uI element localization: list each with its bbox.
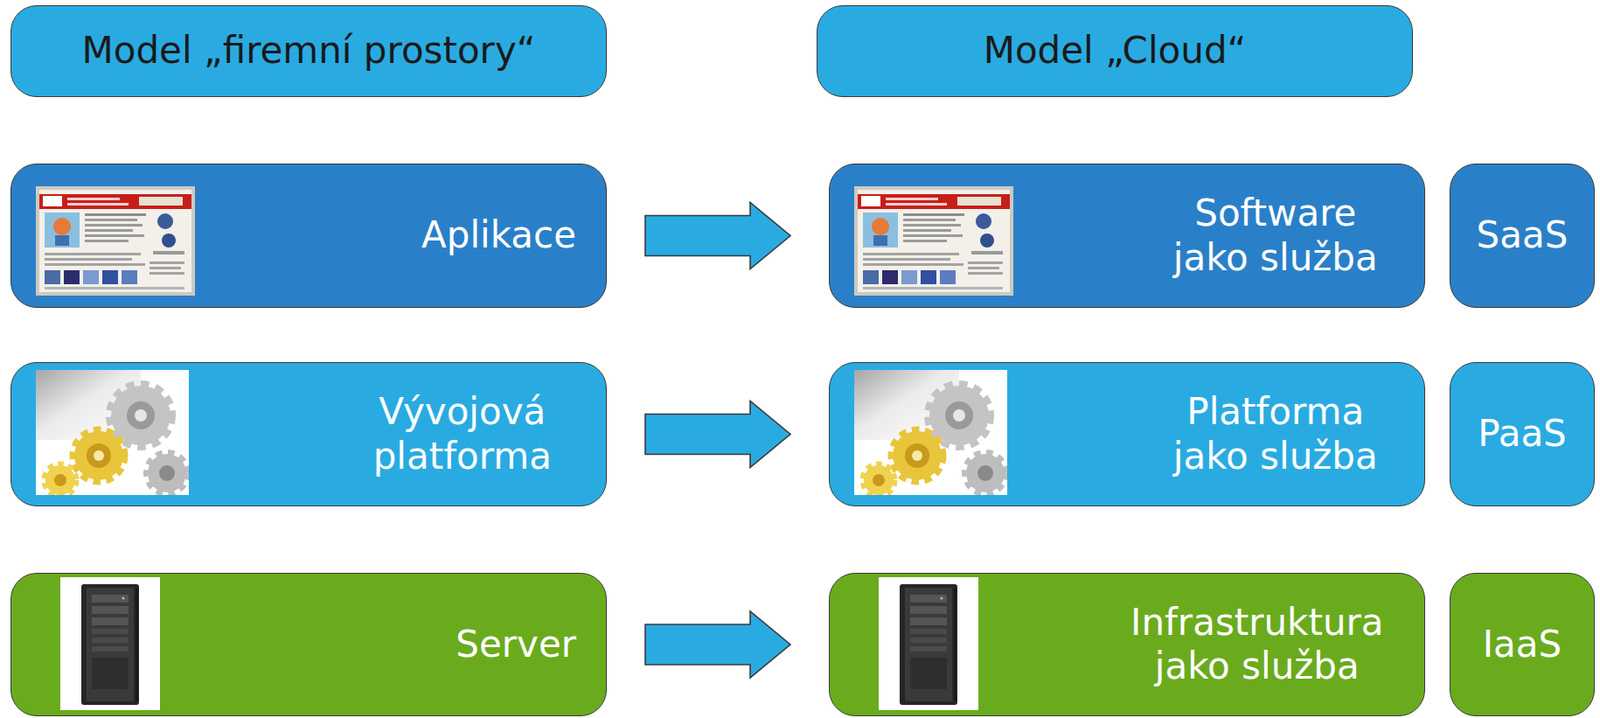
layer-label: PaaS [1477, 411, 1567, 456]
node-picture [854, 186, 1014, 296]
node-picture [878, 577, 979, 710]
layer-box: Vývojová platforma [10, 361, 607, 507]
service-abbreviation-box: PaaS [1449, 361, 1595, 507]
layer-label: Infrastruktura jako služba [1125, 600, 1390, 689]
header-box: Model „Cloud“ [816, 5, 1413, 98]
block-arrow [645, 202, 791, 270]
layer-label: IaaS [1482, 622, 1563, 667]
header-text: Model „firemní prostory“ [81, 28, 536, 73]
node-picture-use [35, 369, 189, 495]
layer-label: Server [455, 622, 577, 667]
node-picture [60, 577, 160, 710]
layer-label: Platforma jako služba [1161, 389, 1390, 479]
layer-box: Server [10, 572, 607, 717]
node-picture-use [854, 186, 1014, 296]
node-picture [854, 369, 1008, 495]
layer-label: Vývojová platforma [348, 389, 577, 479]
block-arrow [645, 611, 791, 678]
node-picture-use [878, 577, 979, 710]
service-abbreviation-box: IaaS [1449, 572, 1595, 717]
header-text: Model „Cloud“ [983, 28, 1247, 73]
node-picture [35, 369, 189, 495]
header-box: Model „firemní prostory“ [10, 5, 607, 98]
node-picture [35, 186, 195, 296]
layer-box: Software jako služba [828, 163, 1426, 308]
node-picture-use [854, 369, 1008, 495]
layer-box: Aplikace [10, 163, 607, 308]
layer-label: Software jako služba [1161, 191, 1390, 280]
layer-label: SaaS [1476, 213, 1569, 258]
node-picture-use [60, 577, 160, 710]
service-abbreviation-box: SaaS [1449, 163, 1595, 308]
block-arrow [645, 401, 791, 468]
layer-box: Infrastruktura jako služba [828, 572, 1426, 717]
layer-box: Platforma jako služba [828, 361, 1426, 507]
node-picture-use [35, 186, 195, 296]
layer-label: Aplikace [421, 213, 577, 258]
